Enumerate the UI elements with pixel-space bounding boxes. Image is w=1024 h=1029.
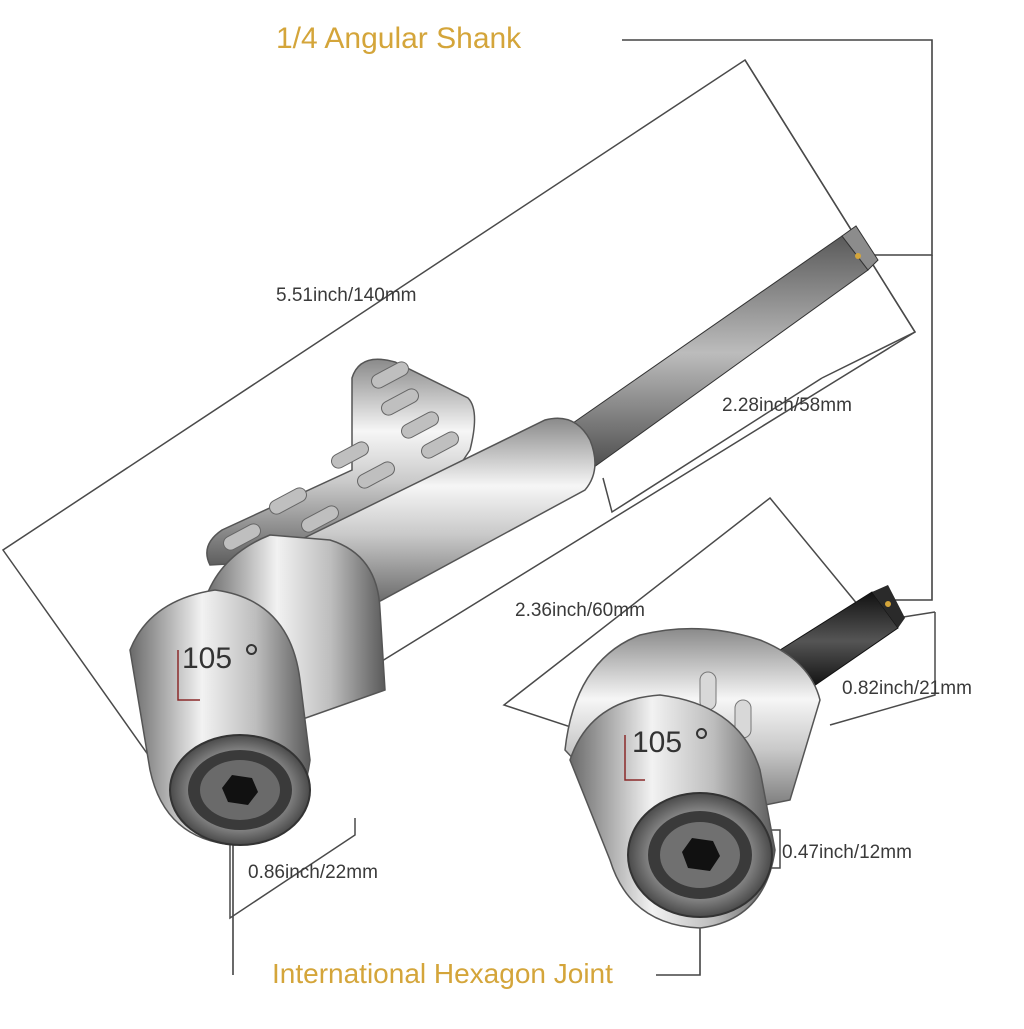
shaft-length-bracket: [744, 59, 917, 379]
total-length-label: 5.51inch/140mm: [276, 285, 417, 306]
shaft-length-label: 2.28inch/58mm: [722, 395, 852, 416]
small-diameter-label: 0.47inch/12mm: [782, 842, 912, 863]
degree-icon: [696, 728, 707, 739]
large-angle-value: 105: [182, 642, 233, 675]
large-adapter: [129, 225, 879, 846]
large-diameter-label: 0.86inch/22mm: [248, 862, 378, 883]
large-barrel: [298, 417, 596, 613]
large-angle-label: 105: [182, 642, 257, 676]
degree-icon: [246, 644, 257, 655]
lever-ridges: [223, 361, 459, 551]
angle-markers: [177, 650, 645, 781]
small-height-label: 0.82inch/21mm: [842, 678, 972, 699]
small-angle-value: 105: [632, 726, 683, 759]
small-angle-label: 105: [632, 726, 707, 760]
small-adapter: [564, 585, 905, 929]
joint-callout-label: International Hexagon Joint: [272, 958, 613, 989]
small-length-label: 2.36inch/60mm: [515, 600, 645, 621]
large-hex-shaft: [559, 235, 869, 471]
large-diameter-bracket: [229, 818, 356, 920]
shank-callout-label: 1/4 Angular Shank: [276, 22, 522, 55]
small-diameter-bracket: [770, 829, 781, 869]
